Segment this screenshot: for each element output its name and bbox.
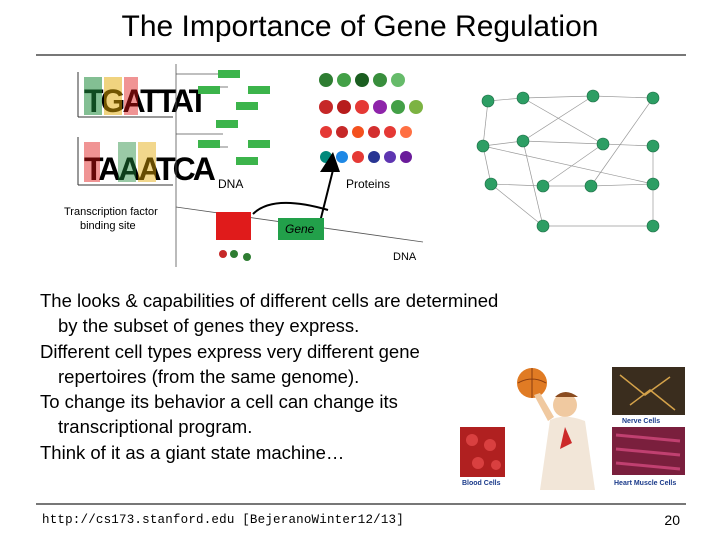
page-number: 20: [640, 512, 680, 528]
network-nodes: [477, 90, 659, 232]
blood-cells-label: Blood Cells: [462, 480, 501, 487]
proteins-label: Proteins: [346, 177, 390, 191]
slide-title: The Importance of Gene Regulation: [0, 10, 720, 44]
blood-cells-image: [460, 427, 505, 477]
protein-row-top: [319, 73, 423, 114]
dna-bottom-label: DNA: [393, 251, 417, 263]
bullet-list: The looks & capabilities of different ce…: [40, 288, 500, 465]
gene-regulation-diagram: TGATTAT TAAATCA: [58, 62, 433, 272]
bullet-item: Different cell types express very differ…: [40, 339, 500, 390]
nerve-cells-label: Nerve Cells: [622, 418, 660, 425]
footer-url[interactable]: http://cs173.stanford.edu [BejeranoWinte…: [42, 513, 404, 527]
motif-top-letters: TGATTAT: [84, 83, 209, 119]
bullet-item: Think of it as a giant state machine…: [40, 440, 500, 465]
tf-binding-box: [216, 212, 251, 240]
gene-network-diagram: [463, 66, 675, 246]
tf-label-line1: Transcription factor: [64, 206, 158, 218]
tf-proteins: [219, 250, 251, 261]
tf-label-line2: binding site: [80, 220, 136, 232]
bullet-item: The looks & capabilities of different ce…: [40, 288, 500, 339]
cell-types-illustration: Nerve Cells Blood Cells Heart Muscle Cel…: [460, 365, 685, 490]
dna-label: DNA: [218, 177, 243, 191]
bullet-item: To change its behavior a cell can change…: [40, 389, 500, 440]
heart-muscle-cells-label: Heart Muscle Cells: [614, 480, 676, 487]
footer-divider: [36, 503, 686, 505]
gene-box-label: Gene: [285, 222, 315, 236]
title-divider: [36, 54, 686, 56]
